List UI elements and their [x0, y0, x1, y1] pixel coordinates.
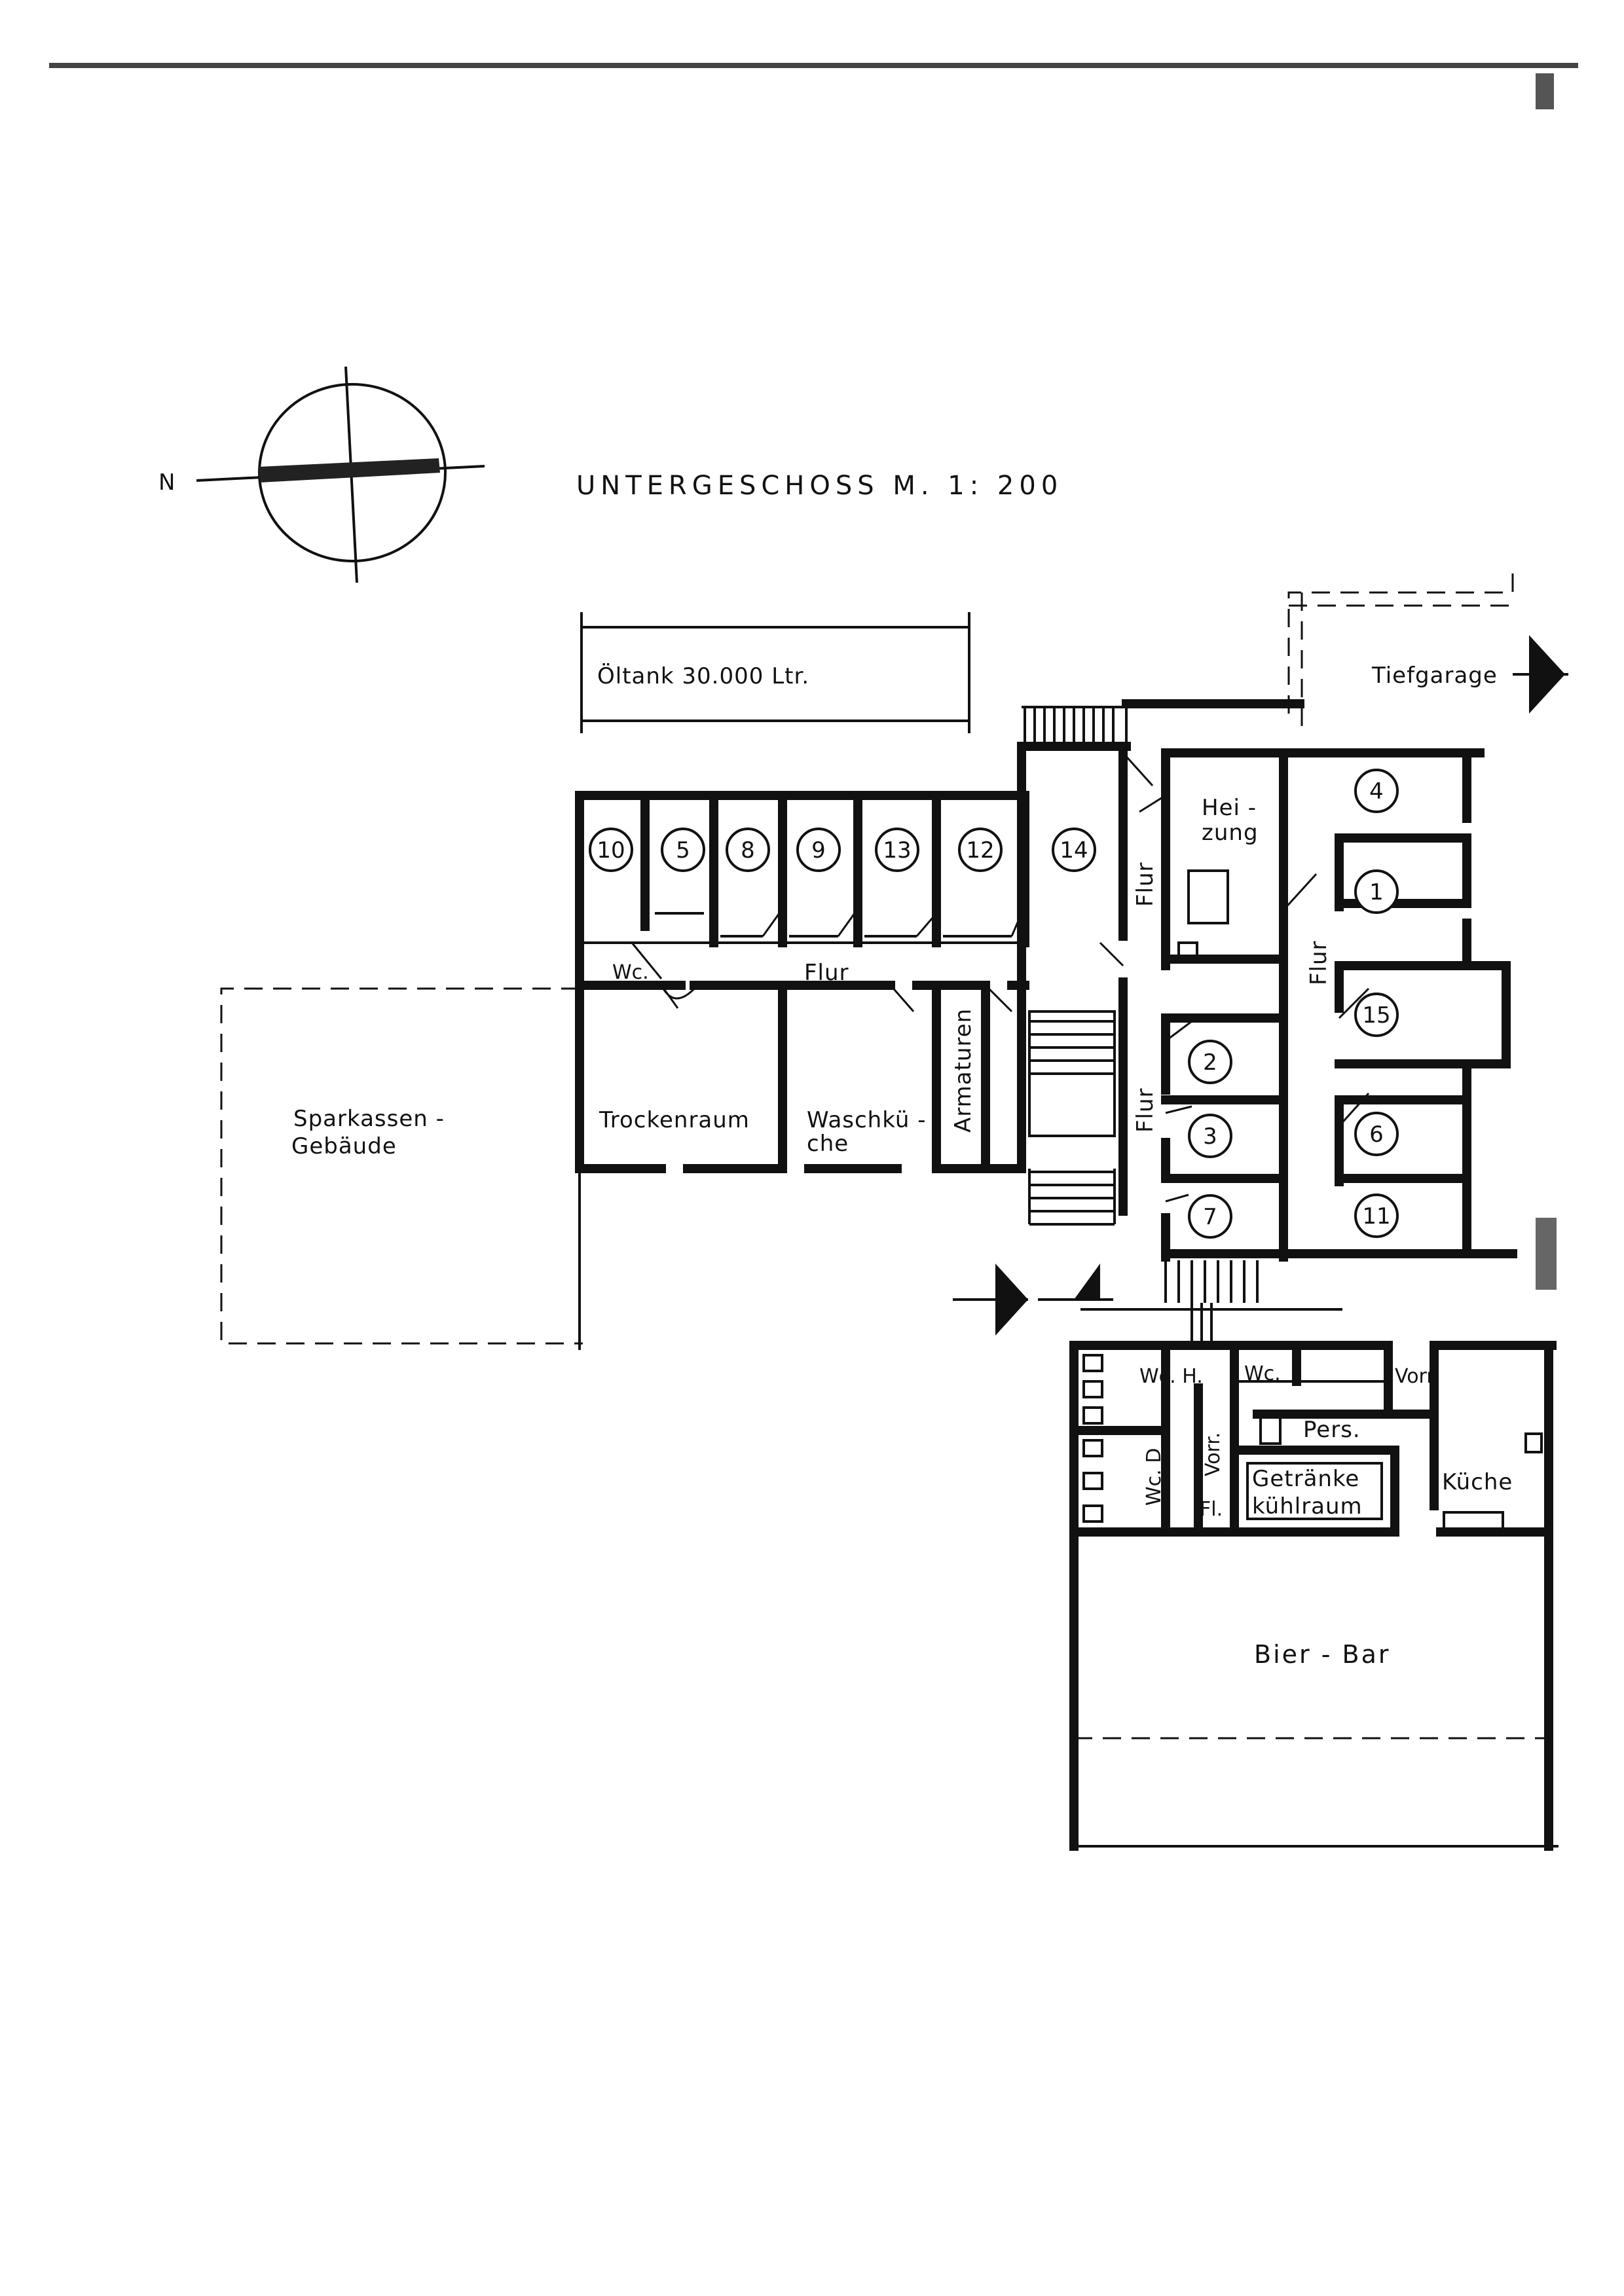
plan-title: UNTERGESCHOSS M. 1: 200: [576, 471, 1063, 501]
trockenraum-label: Trockenraum: [599, 1107, 750, 1133]
heizung-label-2: zung: [1202, 820, 1259, 846]
cellar-number-circle: [875, 828, 919, 872]
getraenke-label-2: kühlraum: [1252, 1493, 1363, 1520]
oeltank: Öltank 30.000 Ltr.: [580, 612, 970, 733]
east-wing-walls: [1161, 748, 1517, 1303]
cellar-number-8: 8: [741, 837, 755, 864]
compass: N: [158, 366, 485, 583]
door-swings: [631, 752, 1370, 1203]
section-markers: [953, 1264, 1113, 1336]
cellar-number-14: 14: [1060, 837, 1088, 864]
cellar-number-circle: [1354, 993, 1399, 1037]
cellar-number-1: 1: [1369, 879, 1384, 905]
cellar-number-5: 5: [676, 837, 690, 864]
flur-label-west: Flur: [804, 960, 849, 986]
sparkasse-label-2: Gebäude: [291, 1133, 397, 1159]
wc-label-west: Wc.: [612, 961, 649, 984]
central-block-walls: [1017, 699, 1304, 1226]
cellar-number-12: 12: [966, 837, 994, 864]
cellar-number-circle: [661, 828, 705, 872]
cellar-number-circle: [1354, 769, 1399, 813]
cellar-number-circle: [1052, 828, 1096, 872]
cellar-number-2: 2: [1203, 1049, 1217, 1076]
wc-h-label: Wc. H.: [1139, 1365, 1203, 1388]
waschkueche-label-1: Waschkü -: [807, 1107, 927, 1133]
heizung-label-1: Hei -: [1202, 795, 1257, 821]
cellar-number-9: 9: [811, 837, 826, 864]
bar-wing-walls: [1069, 1303, 1559, 1851]
vorr-label-2: Vorr.: [1395, 1365, 1439, 1388]
cellar-number-circle: [1188, 1114, 1232, 1158]
cellar-number-4: 4: [1369, 778, 1384, 805]
bier-bar-label: Bier - Bar: [1254, 1640, 1390, 1669]
cellar-number-15: 15: [1362, 1002, 1390, 1029]
oeltank-label: Öltank 30.000 Ltr.: [597, 663, 809, 689]
cellar-number-circle: [1354, 869, 1399, 914]
sparkasse-label-1: Sparkassen -: [293, 1106, 445, 1132]
cellar-number-circle: [726, 828, 770, 872]
cellar-number-circle: [1188, 1194, 1232, 1239]
flur-label-east: Flur: [1306, 940, 1332, 985]
tiefgarage: Tiefgarage: [1287, 573, 1568, 727]
tiefgarage-label: Tiefgarage: [1371, 663, 1498, 689]
cellar-number-circle: [1354, 1112, 1399, 1156]
cellar-number-7: 7: [1203, 1204, 1217, 1230]
cellar-number-circle: [1188, 1040, 1232, 1084]
cellar-number-circle: [1354, 1194, 1399, 1238]
cellar-number-6: 6: [1369, 1121, 1384, 1148]
cellar-number-3: 3: [1203, 1123, 1217, 1150]
cellar-number-circle: [796, 828, 841, 872]
getraenke-label-1: Getränke: [1252, 1466, 1359, 1492]
sparkassen-gebaeude: Sparkassen - Gebäude: [220, 982, 583, 1350]
scan-mark: [1536, 73, 1554, 109]
flur-label-south: Flur: [1132, 1087, 1158, 1133]
pers-label: Pers.: [1303, 1417, 1361, 1443]
fl-label: Fl.: [1200, 1498, 1223, 1521]
vorr-label-1: Vorr.: [1202, 1432, 1225, 1476]
armaturen-label: Armaturen: [950, 1008, 976, 1133]
wc-d-label: Wc. D: [1143, 1448, 1166, 1506]
compass-north-label: N: [158, 469, 175, 496]
cellar-number-13: 13: [883, 837, 911, 864]
cellar-numbers: 10 5 8 9 13 12 14 4 1 15 6 11 2 3 7: [589, 769, 1399, 1239]
cellar-number-circle: [589, 828, 633, 872]
cellar-number-11: 11: [1362, 1203, 1390, 1230]
scan-mark: [1536, 1218, 1557, 1290]
kueche-label: Küche: [1442, 1469, 1513, 1495]
flur-label-central: Flur: [1132, 862, 1158, 907]
cellar-number-10: 10: [597, 837, 625, 864]
wc-label-bar: Wc.: [1244, 1362, 1281, 1385]
cellar-number-circle: [958, 828, 1003, 872]
waschkueche-label-2: che: [807, 1131, 849, 1157]
